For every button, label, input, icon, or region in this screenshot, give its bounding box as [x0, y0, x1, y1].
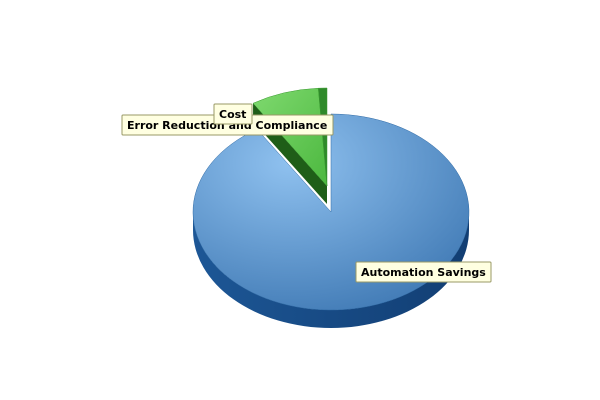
pie-label-text: Cost: [219, 108, 246, 121]
pie-slices: [192, 87, 470, 328]
slice-side-automation-savings: [193, 212, 469, 328]
pie-label-text: Error Reduction and Compliance: [127, 119, 327, 132]
pie-label-error-reduction-and-compliance: Error Reduction and Compliance: [121, 114, 334, 136]
pie-labels: Automation Savings Error Reduction and Co…: [121, 103, 492, 283]
pie-label-box: [213, 103, 253, 125]
pie-label-automation-savings: Automation Savings: [355, 261, 492, 283]
pie-label-box: [355, 261, 492, 283]
slice-automation-savings: [192, 113, 470, 311]
pie-label-text: Automation Savings: [361, 266, 486, 279]
pie-label-cost: Cost: [213, 103, 253, 125]
slice-cost: [318, 87, 328, 187]
